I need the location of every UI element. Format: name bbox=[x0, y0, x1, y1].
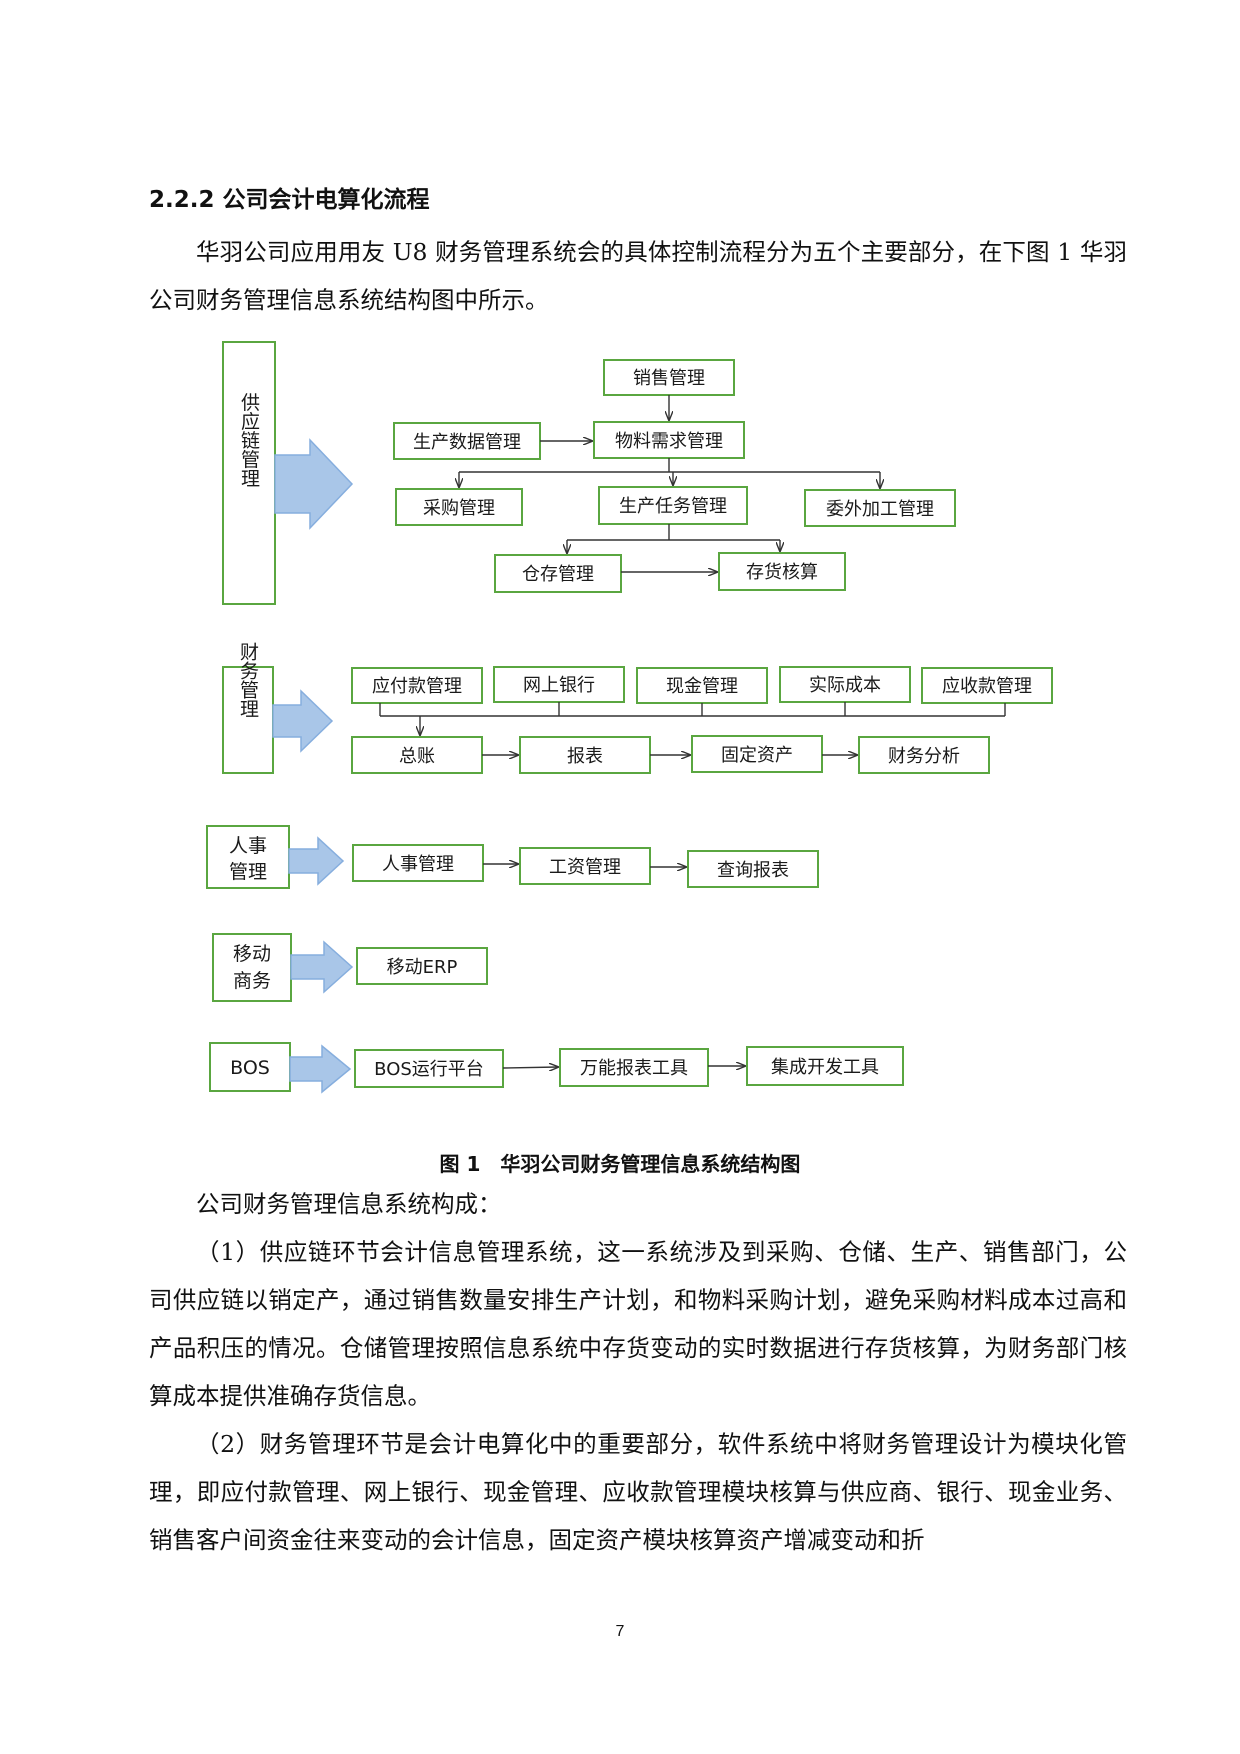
box-fixed-assets-label: 固定资产 bbox=[721, 745, 793, 766]
bos-arrow-icon bbox=[289, 1044, 352, 1094]
box-production-task bbox=[598, 486, 748, 525]
box-hr-management-label: 人事管理 bbox=[382, 854, 454, 875]
box-production-data bbox=[393, 422, 541, 460]
box-accounts-receivable bbox=[921, 667, 1053, 704]
section-heading: 2.2.2 公司会计电算化流程 bbox=[149, 187, 430, 213]
bos-section: BOS BOS运行平台 万能报表工具 集成开发工具 bbox=[209, 1042, 904, 1094]
supply-chain-arrow-icon bbox=[274, 438, 354, 530]
box-sales-management-label: 销售管理 bbox=[633, 368, 705, 389]
bos-label: BOS bbox=[230, 1057, 270, 1079]
box-reports bbox=[519, 736, 651, 774]
box-mobile-erp bbox=[356, 947, 488, 985]
box-accounts-payable-label: 应付款管理 bbox=[372, 676, 462, 697]
mobile-category-box bbox=[212, 933, 292, 1002]
item-2-paragraph: （2）财务管理环节是会计电算化中的重要部分，软件系统中将财务管理设计为模块化管理… bbox=[149, 1430, 1127, 1554]
box-hr-management bbox=[352, 844, 484, 882]
box-bos-platform bbox=[354, 1049, 504, 1088]
box-actual-cost-label: 实际成本 bbox=[809, 675, 881, 696]
box-outsourcing bbox=[804, 489, 956, 527]
box-production-task-label: 生产任务管理 bbox=[619, 496, 727, 517]
mobile-label-line1: 移动 bbox=[233, 943, 271, 965]
box-query-report-label: 查询报表 bbox=[717, 860, 789, 881]
box-fixed-assets bbox=[691, 735, 823, 773]
box-production-data-label: 生产数据管理 bbox=[413, 432, 521, 453]
supply-chain-label: 供应链管理 bbox=[238, 392, 260, 487]
hr-label-line2: 管理 bbox=[229, 861, 267, 883]
box-salary-label: 工资管理 bbox=[549, 857, 621, 878]
figure-caption: 图 1 华羽公司财务管理信息系统结构图 bbox=[439, 1152, 801, 1176]
mobile-section: 移动 商务 移动ERP bbox=[212, 933, 488, 1002]
box-mobile-erp-label: 移动ERP bbox=[387, 957, 458, 978]
box-inventory-accounting-label: 存货核算 bbox=[746, 562, 818, 583]
page-number: 7 bbox=[615, 1623, 625, 1640]
box-salary bbox=[519, 847, 651, 885]
box-actual-cost bbox=[779, 666, 911, 703]
box-bos-platform-label: BOS运行平台 bbox=[374, 1059, 484, 1080]
box-cash bbox=[636, 667, 768, 704]
box-general-ledger-label: 总账 bbox=[399, 746, 435, 767]
mobile-arrow-icon bbox=[290, 940, 354, 994]
box-material-requirement bbox=[593, 421, 745, 459]
box-warehouse bbox=[494, 554, 622, 593]
box-accounts-payable bbox=[351, 667, 483, 704]
box-online-bank-label: 网上银行 bbox=[523, 675, 595, 696]
box-reports-label: 报表 bbox=[567, 746, 603, 767]
hr-label-line1: 人事 bbox=[229, 835, 267, 857]
bos-category-box bbox=[209, 1042, 291, 1092]
box-financial-analysis-label: 财务分析 bbox=[888, 746, 960, 767]
mobile-label-line2: 商务 bbox=[233, 970, 271, 992]
box-universal-report-tool-label: 万能报表工具 bbox=[580, 1058, 688, 1079]
box-accounts-receivable-label: 应收款管理 bbox=[942, 676, 1032, 697]
box-integrated-dev-tool bbox=[746, 1046, 904, 1086]
finance-category-box bbox=[222, 666, 274, 774]
hr-section: 人事 管理 人事管理 工资管理 查询报表 bbox=[206, 825, 819, 889]
box-financial-analysis bbox=[858, 736, 990, 774]
box-warehouse-label: 仓存管理 bbox=[522, 564, 594, 585]
finance-section: 财务管理 应付款管理 网上银行 现金管理 实际成本 应收款管理 总账 报表 固定… bbox=[222, 642, 1053, 774]
finance-arrow-icon bbox=[272, 689, 334, 753]
composition-title: 公司财务管理信息系统构成： bbox=[196, 1190, 502, 1218]
box-inventory-accounting bbox=[718, 552, 846, 591]
intro-paragraph: 华羽公司应用用友 U8 财务管理系统会的具体控制流程分为五个主要部分，在下图 1… bbox=[149, 238, 1127, 314]
box-purchase bbox=[395, 488, 523, 526]
box-outsourcing-label: 委外加工管理 bbox=[826, 499, 934, 520]
box-material-requirement-label: 物料需求管理 bbox=[615, 431, 723, 452]
finance-label: 财务管理 bbox=[237, 642, 259, 718]
box-universal-report-tool bbox=[559, 1048, 709, 1087]
box-purchase-label: 采购管理 bbox=[423, 498, 495, 519]
box-cash-label: 现金管理 bbox=[666, 676, 738, 697]
supply-chain-section: 供应链管理 销售管理 生产数据管理 物料需求管理 采购管理 生产任务管理 委外加… bbox=[222, 341, 956, 605]
box-online-bank bbox=[493, 666, 625, 703]
hr-arrow-icon bbox=[288, 836, 345, 886]
item-1-paragraph: （1）供应链环节会计信息管理系统，这一系统涉及到采购、仓储、生产、销售部门，公司… bbox=[149, 1238, 1127, 1410]
box-query-report bbox=[687, 850, 819, 888]
box-integrated-dev-tool-label: 集成开发工具 bbox=[771, 1057, 879, 1078]
